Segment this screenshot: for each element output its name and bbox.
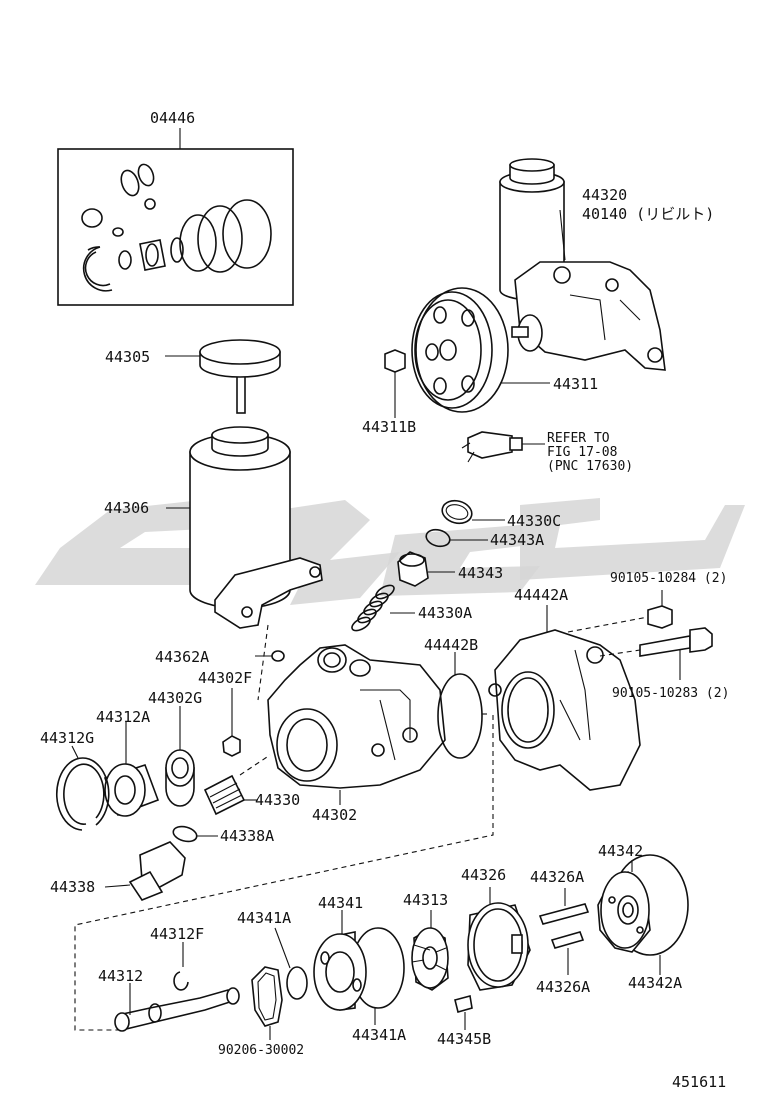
label-44341a-top: 44341A: [237, 909, 291, 927]
reservoir-cap: [165, 339, 281, 414]
pulley-nut: [384, 349, 406, 418]
label-44320: 44320: [582, 186, 627, 204]
diagram-id: 451611: [672, 1073, 726, 1091]
label-90206: 90206-30002: [218, 1043, 304, 1058]
seal-ring-parts: [251, 927, 308, 1040]
label-44326: 44326: [461, 866, 506, 884]
label-44302g: 44302G: [148, 689, 202, 707]
label-44312a: 44312A: [96, 708, 150, 726]
rotor: [411, 910, 473, 1030]
label-44312f: 44312F: [150, 925, 204, 943]
label-44326a-bottom: 44326A: [536, 978, 590, 996]
pump-housing: [257, 624, 446, 805]
label-44362a: 44362A: [155, 648, 209, 666]
label-44311: 44311: [553, 375, 598, 393]
bolts: [567, 590, 713, 680]
label-40140: 40140 (リビルト): [582, 205, 714, 223]
pulley: [411, 287, 550, 413]
label-44338a: 44338A: [220, 827, 274, 845]
dowel-pins: [538, 888, 590, 975]
housing-gasket: [437, 652, 483, 759]
lower-dashed-outline: [74, 715, 494, 1031]
label-44313: 44313: [403, 891, 448, 909]
labels: 04446 44305 44306 44320 40140 (リビルト) 443…: [40, 109, 729, 1091]
pump-assembly: [499, 158, 666, 371]
label-44330a: 44330A: [418, 604, 472, 622]
valve-parts: [351, 499, 505, 632]
mounting-bracket: [482, 605, 641, 791]
label-44338: 44338: [50, 878, 95, 896]
label-bolt-10284: 90105-10284 (2): [610, 571, 727, 586]
label-44345b: 44345B: [437, 1030, 491, 1048]
cam-ring: [467, 887, 531, 991]
label-44342: 44342: [598, 842, 643, 860]
rear-plate: [597, 854, 689, 975]
drive-shaft: [114, 942, 240, 1032]
label-44442a: 44442A: [514, 586, 568, 604]
label-44306: 44306: [104, 499, 149, 517]
label-refer-fig: FIG 17-08: [547, 445, 617, 460]
label-refer-to: REFER TO: [547, 431, 610, 446]
pressure-switch: [461, 431, 545, 463]
label-04446: 04446: [150, 109, 195, 127]
label-44330: 44330: [255, 791, 300, 809]
label-44302f: 44302F: [198, 669, 252, 687]
gasket-kit-box: [57, 128, 294, 306]
label-44305: 44305: [105, 348, 150, 366]
label-bolt-10283: 90105-10283 (2): [612, 686, 729, 701]
label-44312g: 44312G: [40, 729, 94, 747]
label-refer-pnc: (PNC 17630): [547, 459, 633, 474]
label-44326a-top: 44326A: [530, 868, 584, 886]
label-44341: 44341: [318, 894, 363, 912]
label-44312: 44312: [98, 967, 143, 985]
label-44302: 44302: [312, 806, 357, 824]
leader-lines: [559, 209, 566, 261]
left-small-parts: [55, 650, 285, 901]
reservoir-tank: [166, 426, 323, 629]
label-44311b: 44311B: [362, 418, 416, 436]
label-44343: 44343: [458, 564, 503, 582]
label-44341a-bottom: 44341A: [352, 1026, 406, 1044]
front-plate: [313, 910, 405, 1025]
label-44342a: 44342A: [628, 974, 682, 992]
label-44330c: 44330C: [507, 512, 561, 530]
label-44442b: 44442B: [424, 636, 478, 654]
label-44343a: 44343A: [490, 531, 544, 549]
